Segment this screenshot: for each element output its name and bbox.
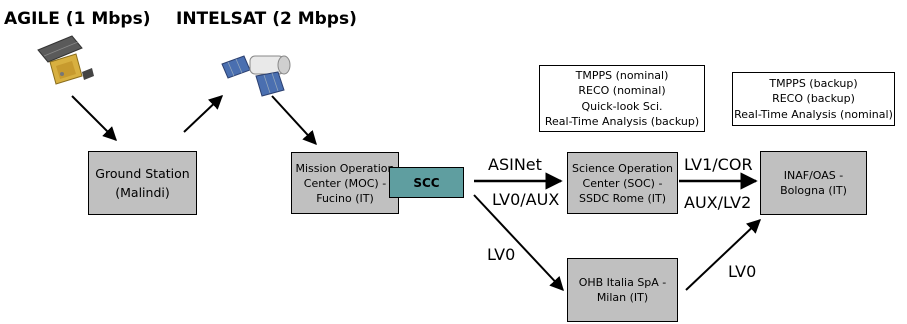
inaf-tasks-note: TMPPS (backup) RECO (backup) Real-Time A… bbox=[732, 72, 895, 126]
arrow-ground-to-intelsat bbox=[183, 95, 224, 133]
arrow-ohb-to-inaf bbox=[685, 219, 762, 291]
scc-node: SCC bbox=[389, 167, 464, 198]
ground-station-node: Ground Station (Malindi) bbox=[88, 151, 197, 215]
intelsat-satellite-icon bbox=[221, 55, 291, 97]
lv0-to-ohb-label: LV0 bbox=[487, 245, 516, 264]
arrow-scc-to-ohb bbox=[473, 194, 564, 292]
intelsat-label: INTELSAT (2 Mbps) bbox=[176, 9, 357, 29]
inaf-node: INAF/OAS - Bologna (IT) bbox=[760, 151, 867, 215]
lv1-cor-label: LV1/COR bbox=[684, 155, 753, 174]
aux-lv2-label: AUX/LV2 bbox=[684, 193, 752, 212]
ohb-node: OHB Italia SpA - Milan (IT) bbox=[567, 258, 678, 322]
soc-node: Science Operation Center (SOC) - SSDC Ro… bbox=[567, 152, 678, 214]
arrow-agile-to-ground bbox=[71, 95, 117, 141]
agile-satellite-icon bbox=[37, 35, 94, 85]
asinet-label: ASINet bbox=[488, 155, 542, 174]
lv0-aux-label: LV0/AUX bbox=[492, 190, 560, 209]
agile-label: AGILE (1 Mbps) bbox=[4, 9, 151, 29]
soc-tasks-note: TMPPS (nominal) RECO (nominal) Quick-loo… bbox=[539, 65, 705, 132]
moc-node: Mission Operation Center (MOC) - Fucino … bbox=[291, 152, 399, 214]
lv0-from-ohb-label: LV0 bbox=[728, 262, 757, 281]
arrow-intelsat-to-moc bbox=[271, 95, 317, 146]
